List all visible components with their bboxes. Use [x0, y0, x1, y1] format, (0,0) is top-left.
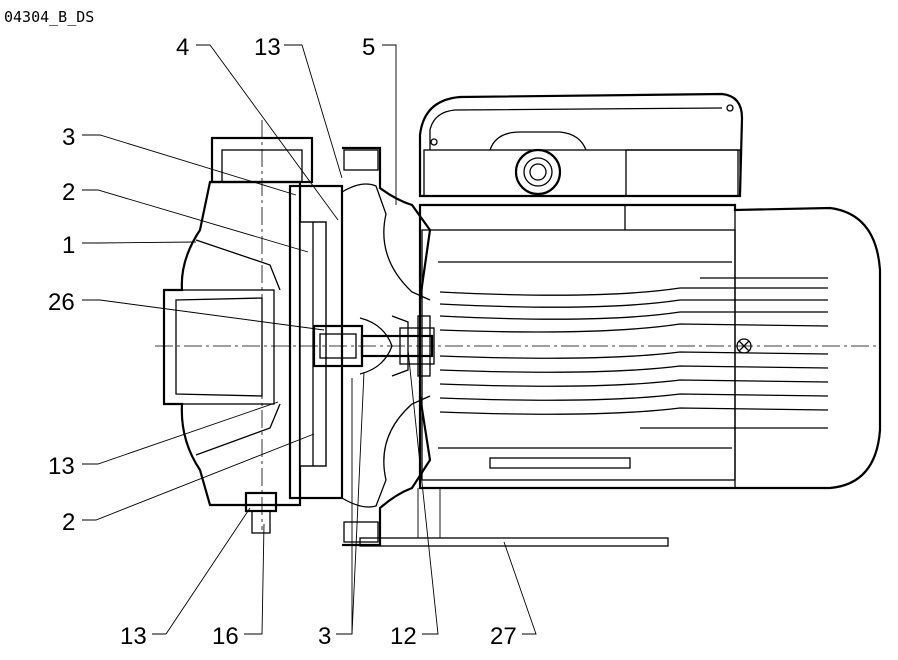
cooling-fins [439, 277, 829, 429]
pump-casing [162, 136, 669, 547]
callout-2-lower: 2 [62, 509, 75, 536]
callout-5: 5 [362, 34, 375, 61]
motor-assembly [418, 92, 882, 490]
callout-26: 26 [48, 289, 75, 316]
callout-4: 4 [176, 34, 189, 61]
callout-13-bottom: 13 [120, 623, 147, 650]
leader-lines [82, 44, 537, 635]
callout-1: 1 [62, 232, 75, 259]
callout-12: 12 [390, 623, 417, 650]
callout-2-upper: 2 [62, 179, 75, 206]
callout-3-bottom: 3 [318, 623, 331, 650]
callout-27: 27 [490, 623, 517, 650]
callout-13-top: 13 [254, 34, 281, 61]
callout-16: 16 [212, 623, 239, 650]
callout-13-left: 13 [48, 453, 75, 480]
drawing-code: 04304_B_DS [4, 8, 94, 26]
callout-3-upper: 3 [62, 124, 75, 151]
